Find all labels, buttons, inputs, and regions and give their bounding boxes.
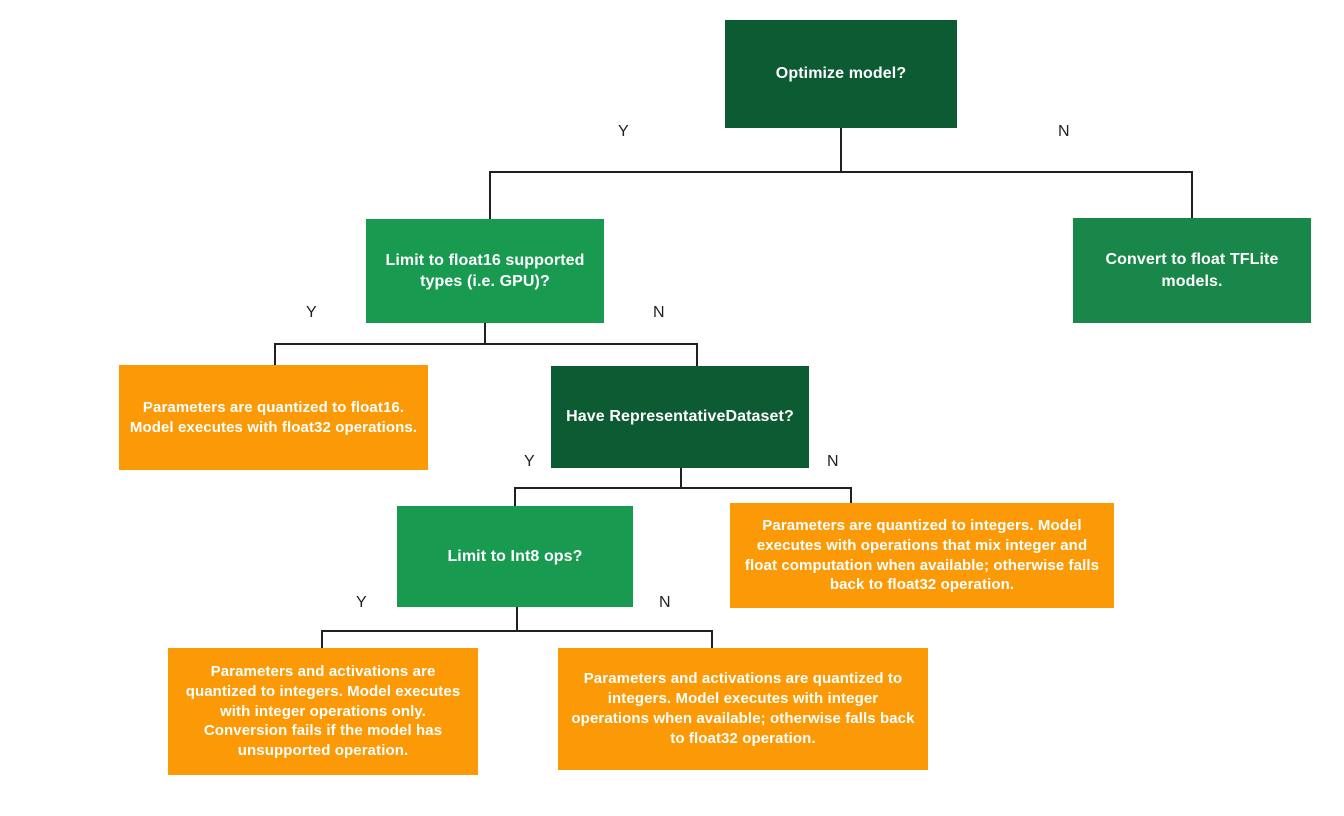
node-full-int-fallback-result: Parameters and activations are quantized…	[558, 648, 928, 770]
connector-int8-yes-drop	[321, 630, 323, 649]
node-label: Parameters and activations are quantized…	[571, 670, 915, 747]
node-label: Limit to float16 supported types (i.e. G…	[385, 251, 585, 290]
connector-int8-stem	[516, 607, 518, 630]
connector-optimize-yes-drop	[489, 171, 491, 219]
node-have-representative-dataset: Have RepresentativeDataset?	[551, 366, 809, 468]
connector-float16-no-drop	[696, 343, 698, 366]
node-limit-int8-ops: Limit to Int8 ops?	[397, 506, 633, 607]
node-optimize-model: Optimize model?	[725, 20, 957, 128]
branch-label-repdataset-yes: Y	[524, 453, 535, 470]
connector-int8-no-drop	[711, 630, 713, 649]
connector-repdataset-bus	[514, 487, 851, 489]
node-float16-result: Parameters are quantized to float16. Mod…	[119, 365, 428, 470]
branch-label-optimize-no: N	[1058, 123, 1070, 140]
node-dynamic-range-result: Parameters are quantized to integers. Mo…	[730, 503, 1114, 608]
node-label: Convert to float TFLite models.	[1105, 251, 1279, 290]
branch-label-float16-yes: Y	[306, 304, 317, 321]
connector-float16-bus	[274, 343, 697, 345]
connector-float16-stem	[484, 323, 486, 343]
node-label: Parameters are quantized to integers. Mo…	[744, 516, 1100, 594]
branch-label-optimize-yes: Y	[618, 123, 629, 140]
connector-optimize-stem	[840, 128, 842, 172]
connector-repdataset-stem	[680, 468, 682, 487]
node-full-int-only-result: Parameters and activations are quantized…	[168, 648, 478, 775]
node-label: Limit to Int8 ops?	[447, 547, 583, 565]
connector-repdataset-no-drop	[850, 487, 852, 503]
connector-optimize-no-drop	[1191, 171, 1193, 218]
branch-label-int8-no: N	[659, 594, 671, 611]
node-convert-float-tflite: Convert to float TFLite models.	[1073, 218, 1311, 323]
connector-optimize-bus	[489, 171, 1192, 173]
node-label: Have RepresentativeDataset?	[566, 408, 794, 426]
connector-int8-bus	[321, 630, 712, 632]
branch-label-float16-no: N	[653, 304, 665, 321]
branch-label-int8-yes: Y	[356, 594, 367, 611]
node-label: Parameters and activations are quantized…	[185, 663, 461, 760]
branch-label-repdataset-no: N	[827, 453, 839, 470]
connector-repdataset-yes-drop	[514, 487, 516, 506]
node-label: Optimize model?	[775, 65, 907, 83]
node-label: Parameters are quantized to float16. Mod…	[129, 398, 418, 436]
node-limit-float16: Limit to float16 supported types (i.e. G…	[366, 219, 604, 323]
connector-float16-yes-drop	[274, 343, 276, 365]
